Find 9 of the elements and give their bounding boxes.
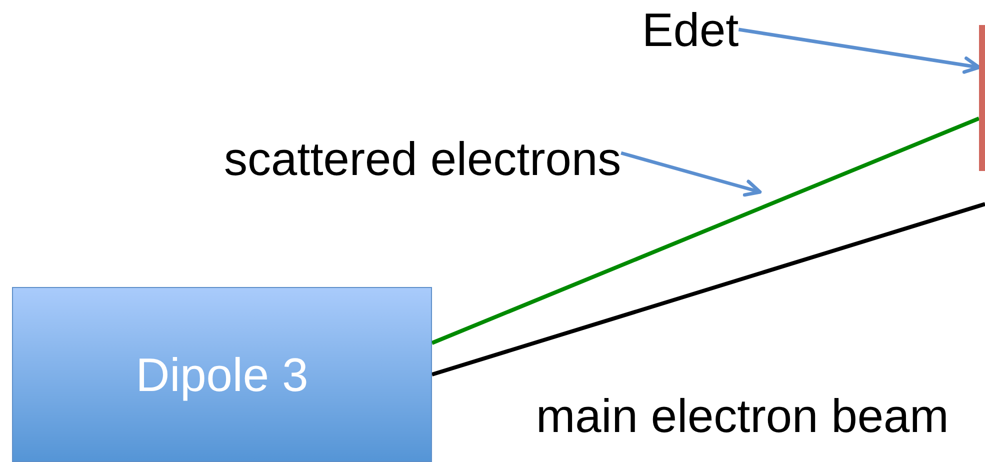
beam-line: [431, 202, 985, 376]
leader-arrow: [738, 28, 981, 74]
scattered-electrons-label: scattered electrons: [224, 131, 622, 186]
dipole-magnet-box: Dipole 3: [12, 287, 432, 462]
beam-line: [431, 116, 980, 345]
detector-label: Edet: [642, 2, 739, 57]
detector-bar: [979, 25, 985, 171]
leader-arrow: [620, 151, 762, 197]
beam-label: main electron beam: [536, 388, 949, 443]
